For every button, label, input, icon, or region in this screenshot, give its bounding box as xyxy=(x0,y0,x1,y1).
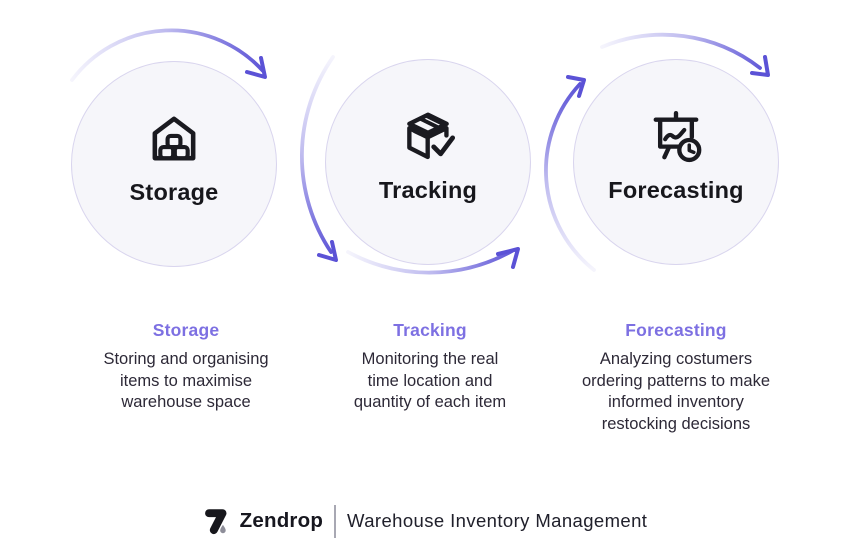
flow-arc-4 xyxy=(544,82,596,272)
step-heading-storage: Storage xyxy=(152,320,220,340)
circle-label-storage: Storage xyxy=(129,179,219,206)
package-check-icon xyxy=(399,108,457,166)
step-circle-storage: Storage xyxy=(71,61,277,267)
step-heading-tracking: Tracking xyxy=(393,320,467,340)
flow-arrowhead-5 xyxy=(750,55,770,77)
step-description-tracking: Monitoring the real time location and qu… xyxy=(353,350,507,411)
flow-arc-3 xyxy=(346,249,514,275)
warehouse-icon xyxy=(145,110,203,168)
step-circle-tracking: Tracking xyxy=(325,59,531,265)
step-heading-forecasting: Forecasting xyxy=(625,320,727,340)
step-circle-forecasting: Forecasting xyxy=(573,59,779,265)
flow-arc-1 xyxy=(70,28,265,82)
flow-arrowhead-3 xyxy=(496,247,520,269)
step-text-storage: Storage Storing and organising items to … xyxy=(61,320,311,414)
step-text-forecasting: Forecasting Analyzing costumers ordering… xyxy=(551,320,801,435)
presentation-forecast-icon xyxy=(647,108,705,166)
footer: Zendrop Warehouse Inventory Management xyxy=(0,494,850,548)
flow-arrowhead-1 xyxy=(245,56,267,79)
step-text-tracking: Tracking Monitoring the real time locati… xyxy=(305,320,555,414)
flow-arrowhead-4 xyxy=(566,75,586,98)
circle-label-forecasting: Forecasting xyxy=(608,177,744,204)
step-description-forecasting: Analyzing costumers ordering patterns to… xyxy=(581,350,771,433)
footer-title: Warehouse Inventory Management xyxy=(347,510,648,531)
flow-arc-5 xyxy=(600,32,762,70)
flow-arrowhead-2 xyxy=(317,240,338,262)
step-description-storage: Storing and organising items to maximise… xyxy=(103,350,269,411)
zendrop-logo-icon xyxy=(203,507,229,535)
flow-arc-2 xyxy=(300,55,335,254)
circle-label-tracking: Tracking xyxy=(378,177,478,204)
footer-divider xyxy=(334,504,337,538)
brand-name: Zendrop xyxy=(239,509,324,532)
